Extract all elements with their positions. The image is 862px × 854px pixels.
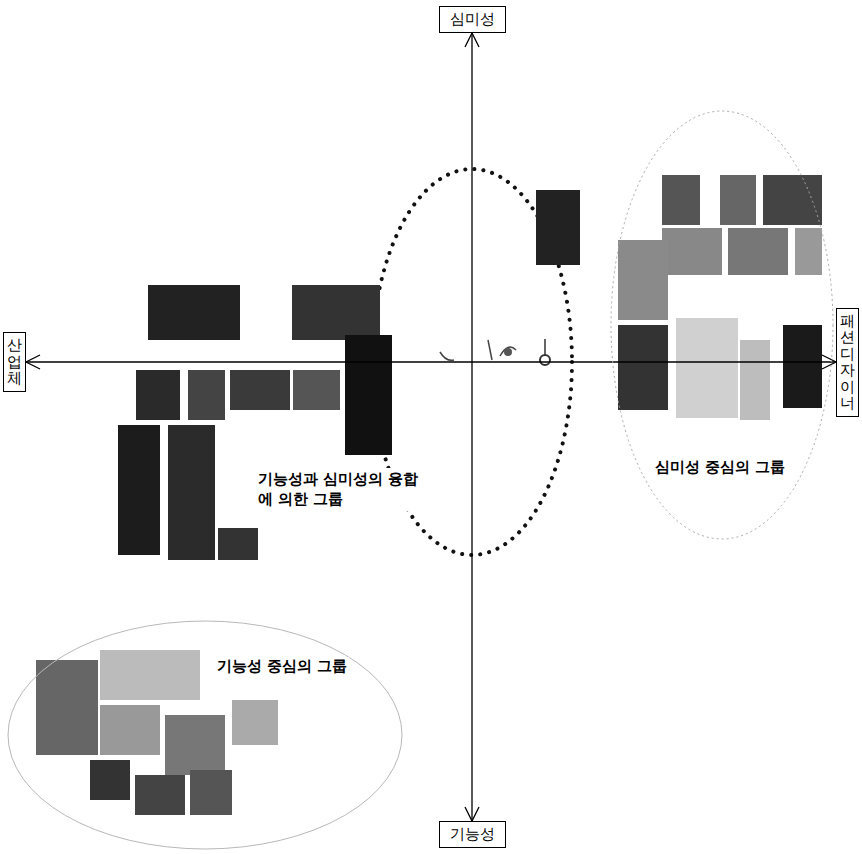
photo <box>100 705 160 755</box>
photo <box>763 175 822 225</box>
photo <box>188 370 225 420</box>
axis-line <box>26 361 836 362</box>
sketch <box>440 340 516 360</box>
axis-label-box: 패션디자이너 <box>836 308 859 417</box>
photo <box>662 175 700 225</box>
photo <box>618 325 668 410</box>
arrow-head <box>465 33 479 47</box>
photo <box>136 370 180 420</box>
axis-label: 기능성 <box>450 825 495 844</box>
photo <box>662 228 722 275</box>
group-label: 기능성 중심의 그룹 <box>215 657 349 676</box>
group-label: 심미성 중심의 그룹 <box>653 458 787 477</box>
photo <box>618 240 668 320</box>
sketch <box>544 339 546 355</box>
axis-label-box: 심미성 <box>439 6 506 33</box>
photo <box>728 228 788 275</box>
group-outline <box>7 620 403 850</box>
axis-label: 심미성 <box>450 10 495 29</box>
photo <box>100 650 200 700</box>
group-ellipse <box>611 111 833 539</box>
photo <box>118 425 160 555</box>
group-ellipse <box>8 621 402 849</box>
axis-line <box>471 33 472 821</box>
photo <box>148 285 240 340</box>
arrow-head <box>465 807 479 821</box>
photo <box>135 775 185 815</box>
photo <box>90 760 130 800</box>
axis-label-box: 산업체 <box>3 332 26 392</box>
photo <box>345 335 392 455</box>
photo <box>740 340 770 420</box>
sketch <box>540 355 550 365</box>
arrow-head <box>822 355 836 369</box>
axis-arrow <box>465 33 479 821</box>
photo <box>168 425 215 560</box>
group-region: 심미성 중심의 그룹 <box>610 110 834 540</box>
photo <box>293 370 340 410</box>
arrow-head <box>26 355 40 369</box>
photo <box>536 190 580 265</box>
axis-label: 산업체 <box>7 337 22 387</box>
photo <box>190 770 232 815</box>
photo <box>292 285 380 340</box>
axis-arrow <box>26 355 836 369</box>
photo <box>232 700 278 745</box>
photo <box>218 528 258 560</box>
group-label: 기능성과 심미성의 융합에 의한 그룹 <box>256 468 425 511</box>
sketch <box>504 348 512 356</box>
photo <box>783 325 822 408</box>
photo <box>165 715 225 775</box>
axis-label: 패션디자이너 <box>840 313 855 412</box>
photo <box>676 318 738 418</box>
group-region: 기능성 중심의 그룹 <box>7 620 403 850</box>
photo <box>36 660 98 755</box>
photo <box>795 228 822 275</box>
photo <box>720 175 756 225</box>
axis-label-box: 기능성 <box>439 821 506 848</box>
photo <box>230 370 290 410</box>
